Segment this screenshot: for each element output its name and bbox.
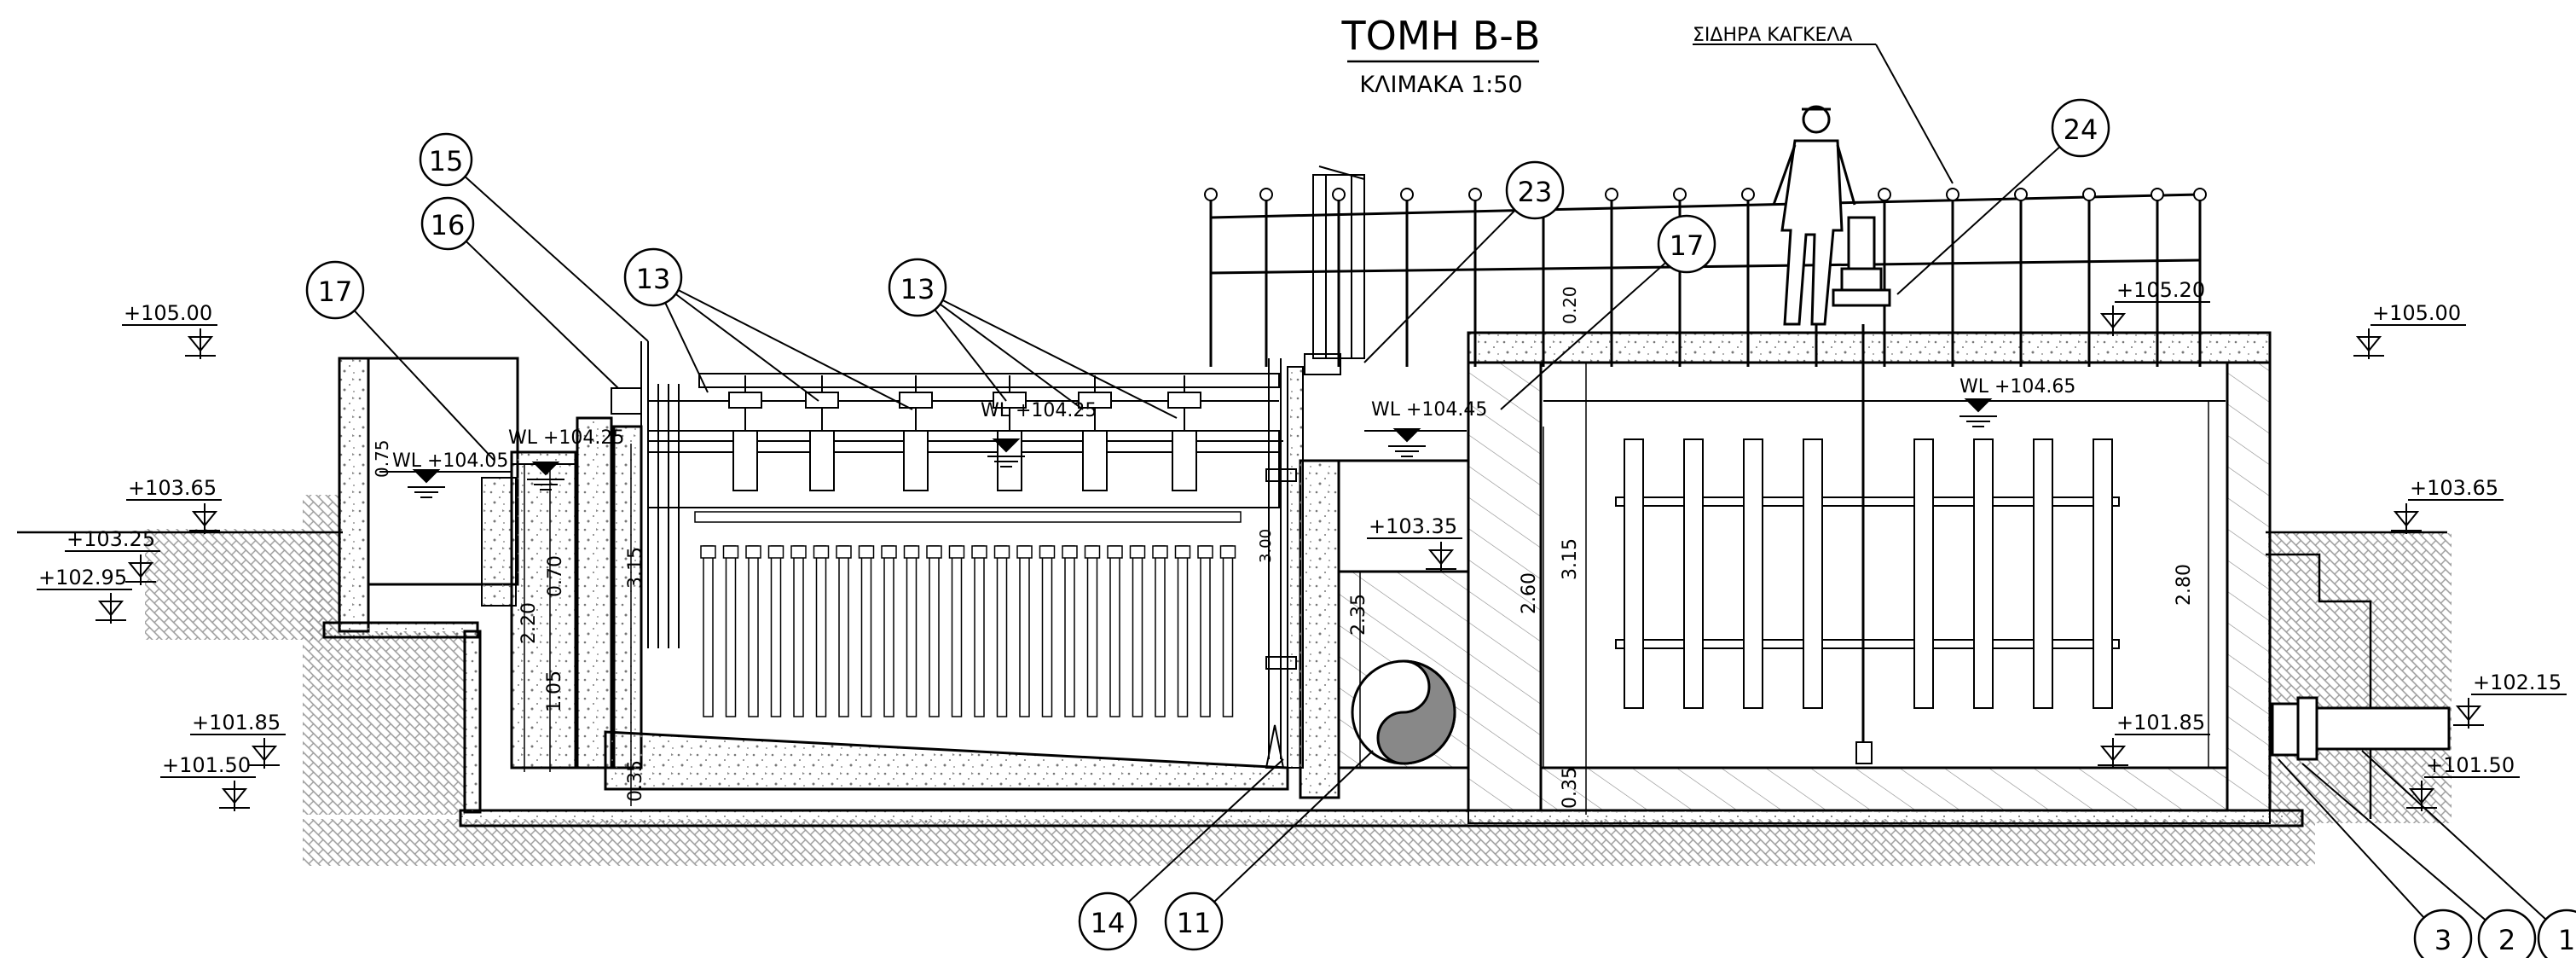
wl-label-1: WL +104.05 <box>392 450 508 472</box>
callout-number: 15 <box>429 145 464 177</box>
elevation-label: +101.50 <box>162 753 251 777</box>
callout-leaders <box>353 146 2547 921</box>
elevation-label: +101.50 <box>2426 753 2515 777</box>
wl-label-3: WL +104.25 <box>981 400 1097 421</box>
wl-label-5: WL +104.65 <box>1959 376 2075 398</box>
elevation-label: +105.20 <box>2116 278 2205 302</box>
callout-number: 16 <box>431 209 466 241</box>
callout-number: 24 <box>2064 113 2098 146</box>
dim-105: 1.05 <box>544 671 565 712</box>
concrete-structure <box>322 331 2304 827</box>
section-title: ΤΟΜΗ Β-Β <box>1341 13 1541 59</box>
dim-260: 2.60 <box>1519 572 1540 614</box>
dim-020: 0.20 <box>1560 286 1580 324</box>
callout-number: 17 <box>318 276 353 308</box>
elevation-label: +103.35 <box>1369 514 1457 538</box>
elevation-label: +101.85 <box>2116 711 2205 734</box>
dim-070: 0.70 <box>545 555 566 597</box>
callout-number: 14 <box>1091 907 1126 939</box>
screen-chain <box>611 341 680 648</box>
dim-075: 0.75 <box>372 439 392 478</box>
divider-wall <box>1287 366 1304 769</box>
wl-label-4: WL +104.45 <box>1371 399 1487 421</box>
title-block: ΤΟΜΗ Β-Β ΚΛΙΜΑΚΑ 1:50 <box>1341 13 1541 98</box>
elevation-label: +105.00 <box>2372 301 2461 325</box>
elevation-symbol <box>185 328 216 359</box>
railing <box>1204 188 2207 367</box>
callout-number: 2 <box>2498 924 2515 956</box>
dim-235: 2.35 <box>1348 594 1369 636</box>
dim-220: 2.20 <box>518 602 540 644</box>
diffuser-grid <box>694 511 1242 717</box>
elevation-symbol <box>249 738 280 769</box>
elevation-symbol <box>2098 305 2128 336</box>
dim-300: 3.00 <box>1257 529 1275 563</box>
callout-number: 3 <box>2434 924 2452 956</box>
dim-280: 2.80 <box>2174 564 2195 606</box>
elevation-label: +101.85 <box>192 711 281 734</box>
surface-pump <box>1832 216 1891 307</box>
wl-symbols <box>408 398 1997 498</box>
dim-035a: 0.35 <box>625 760 646 802</box>
elevation-label: +103.25 <box>67 527 155 551</box>
callout-number: 1 <box>2558 924 2575 956</box>
scale-label: ΚΛΙΜΑΚΑ 1:50 <box>1359 72 1522 98</box>
callout-number: 11 <box>1177 907 1212 939</box>
water-level-labels: WL +104.05 WL +104.25 WL +104.25 WL +104… <box>392 376 2075 472</box>
worker-figure <box>1772 105 1856 326</box>
dim-035b: 0.35 <box>1560 767 1581 809</box>
callout-number: 17 <box>1670 229 1705 262</box>
elevation-symbol <box>2453 698 2484 729</box>
outlet-pipe <box>2271 696 2451 761</box>
dim-315a: 3.15 <box>625 547 646 589</box>
callout-number: 23 <box>1518 176 1553 208</box>
elevation-symbol <box>1426 542 1456 572</box>
railing-note: ΣΙΔΗΡΑ ΚΑΓΚΕΛΑ <box>1693 25 1852 46</box>
dim-315b: 3.15 <box>1560 538 1581 580</box>
elevation-markers: +105.00 +103.65 +103.25 +102.95 +101.85 +101.… <box>37 278 2567 811</box>
elevation-symbol <box>2353 328 2384 359</box>
callouts: 15 16 17 13 13 23 17 24 14 11 3 2 1 <box>305 98 2576 958</box>
elevation-label: +102.95 <box>38 566 127 589</box>
ground-lines <box>17 531 2447 819</box>
elevation-label: +103.65 <box>128 476 217 500</box>
elevation-label: +105.00 <box>124 301 212 325</box>
elevation-symbol <box>219 781 250 811</box>
wl-label-2: WL +104.25 <box>508 427 624 449</box>
dimension-lines <box>524 363 2209 815</box>
callout-number: 13 <box>900 273 935 305</box>
right-diffusers <box>1615 324 2120 764</box>
ball-valve <box>1351 659 1456 765</box>
elevation-label: +102.15 <box>2473 671 2562 694</box>
callout-number: 13 <box>636 263 671 295</box>
elevation-symbol <box>96 593 126 624</box>
elevation-symbol <box>189 503 220 534</box>
elevation-label: +103.65 <box>2410 476 2498 500</box>
railing-leader <box>1693 44 1954 184</box>
elevation-symbol <box>2098 738 2128 769</box>
elevation-symbol <box>125 554 156 585</box>
elevation-symbol <box>2391 503 2422 534</box>
dimension-labels: 0.75 0.70 3.15 2.20 1.05 0.35 3.00 2.35 … <box>372 286 2195 809</box>
